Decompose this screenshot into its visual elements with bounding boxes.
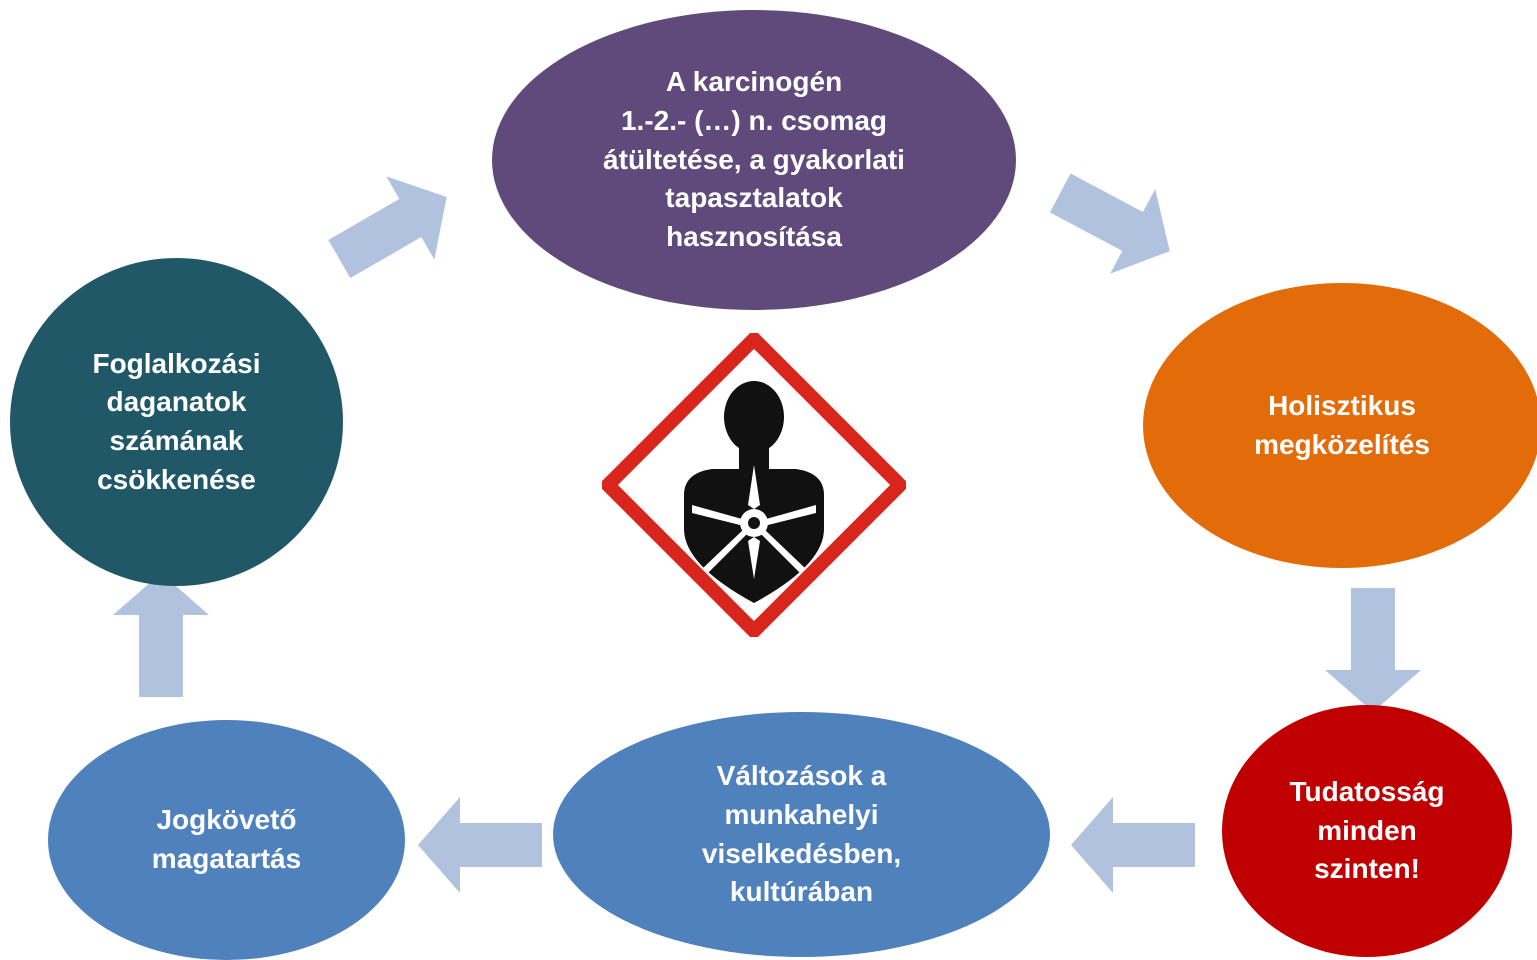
node-text-line: megközelítés (1254, 428, 1430, 460)
node-jogkoveto: Jogkövető magatartás (48, 720, 405, 960)
node-foglalkozasi-daganatok: Foglalkozási daganatok számának csökkené… (10, 258, 343, 586)
arrow-jogkoveto-to-foglalkozasi (113, 573, 209, 697)
node-text-line: minden (1317, 814, 1417, 846)
node-text-line: számának (109, 425, 244, 456)
arrow-top-to-right (1049, 173, 1170, 274)
node-text-line: szinten! (1314, 853, 1420, 885)
node-text-line: hasznosítása (666, 220, 842, 252)
node-text-line: 1.-2.- (…) n. csomag (620, 105, 888, 137)
arrow-valtozasok-to-jogkoveto (418, 797, 542, 893)
node-text-line: kultúrában (729, 876, 874, 908)
arrow-left-to-top (328, 176, 447, 279)
node-text-line: A karcinogén (665, 66, 843, 98)
health-hazard-icon (602, 333, 906, 637)
node-text-line: Foglalkozási (92, 347, 261, 379)
node-text-line: daganatok (106, 386, 247, 418)
arrow-right-to-tudatossag (1325, 588, 1421, 712)
node-text-line: viselkedésben, (701, 837, 902, 869)
node-text-line: átültetése, a gyakorlati (603, 143, 905, 175)
node-valtozasok: Változások a munkahelyi viselkedésben, k… (553, 712, 1050, 957)
node-text-line: munkahelyi (724, 798, 879, 830)
node-text-line: magatartás (151, 843, 302, 874)
node-text-line: Jogkövető (156, 804, 297, 836)
node-holisztikus: Holisztikus megközelítés (1143, 283, 1537, 568)
arrow-tudatossag-to-valtozasok (1071, 797, 1195, 893)
node-text-line: Holisztikus (1268, 389, 1416, 421)
node-karcinogen-package: A karcinogén 1.-2.- (…) n. csomag átülte… (492, 10, 1016, 310)
node-text-line: csökkenése (97, 463, 256, 495)
node-tudatossag: Tudatosság minden szinten! (1222, 705, 1512, 957)
node-text-line: tapasztalatok (665, 182, 843, 214)
node-text-line: Változások a (716, 760, 887, 792)
node-text-line: Tudatosság (1289, 776, 1445, 808)
